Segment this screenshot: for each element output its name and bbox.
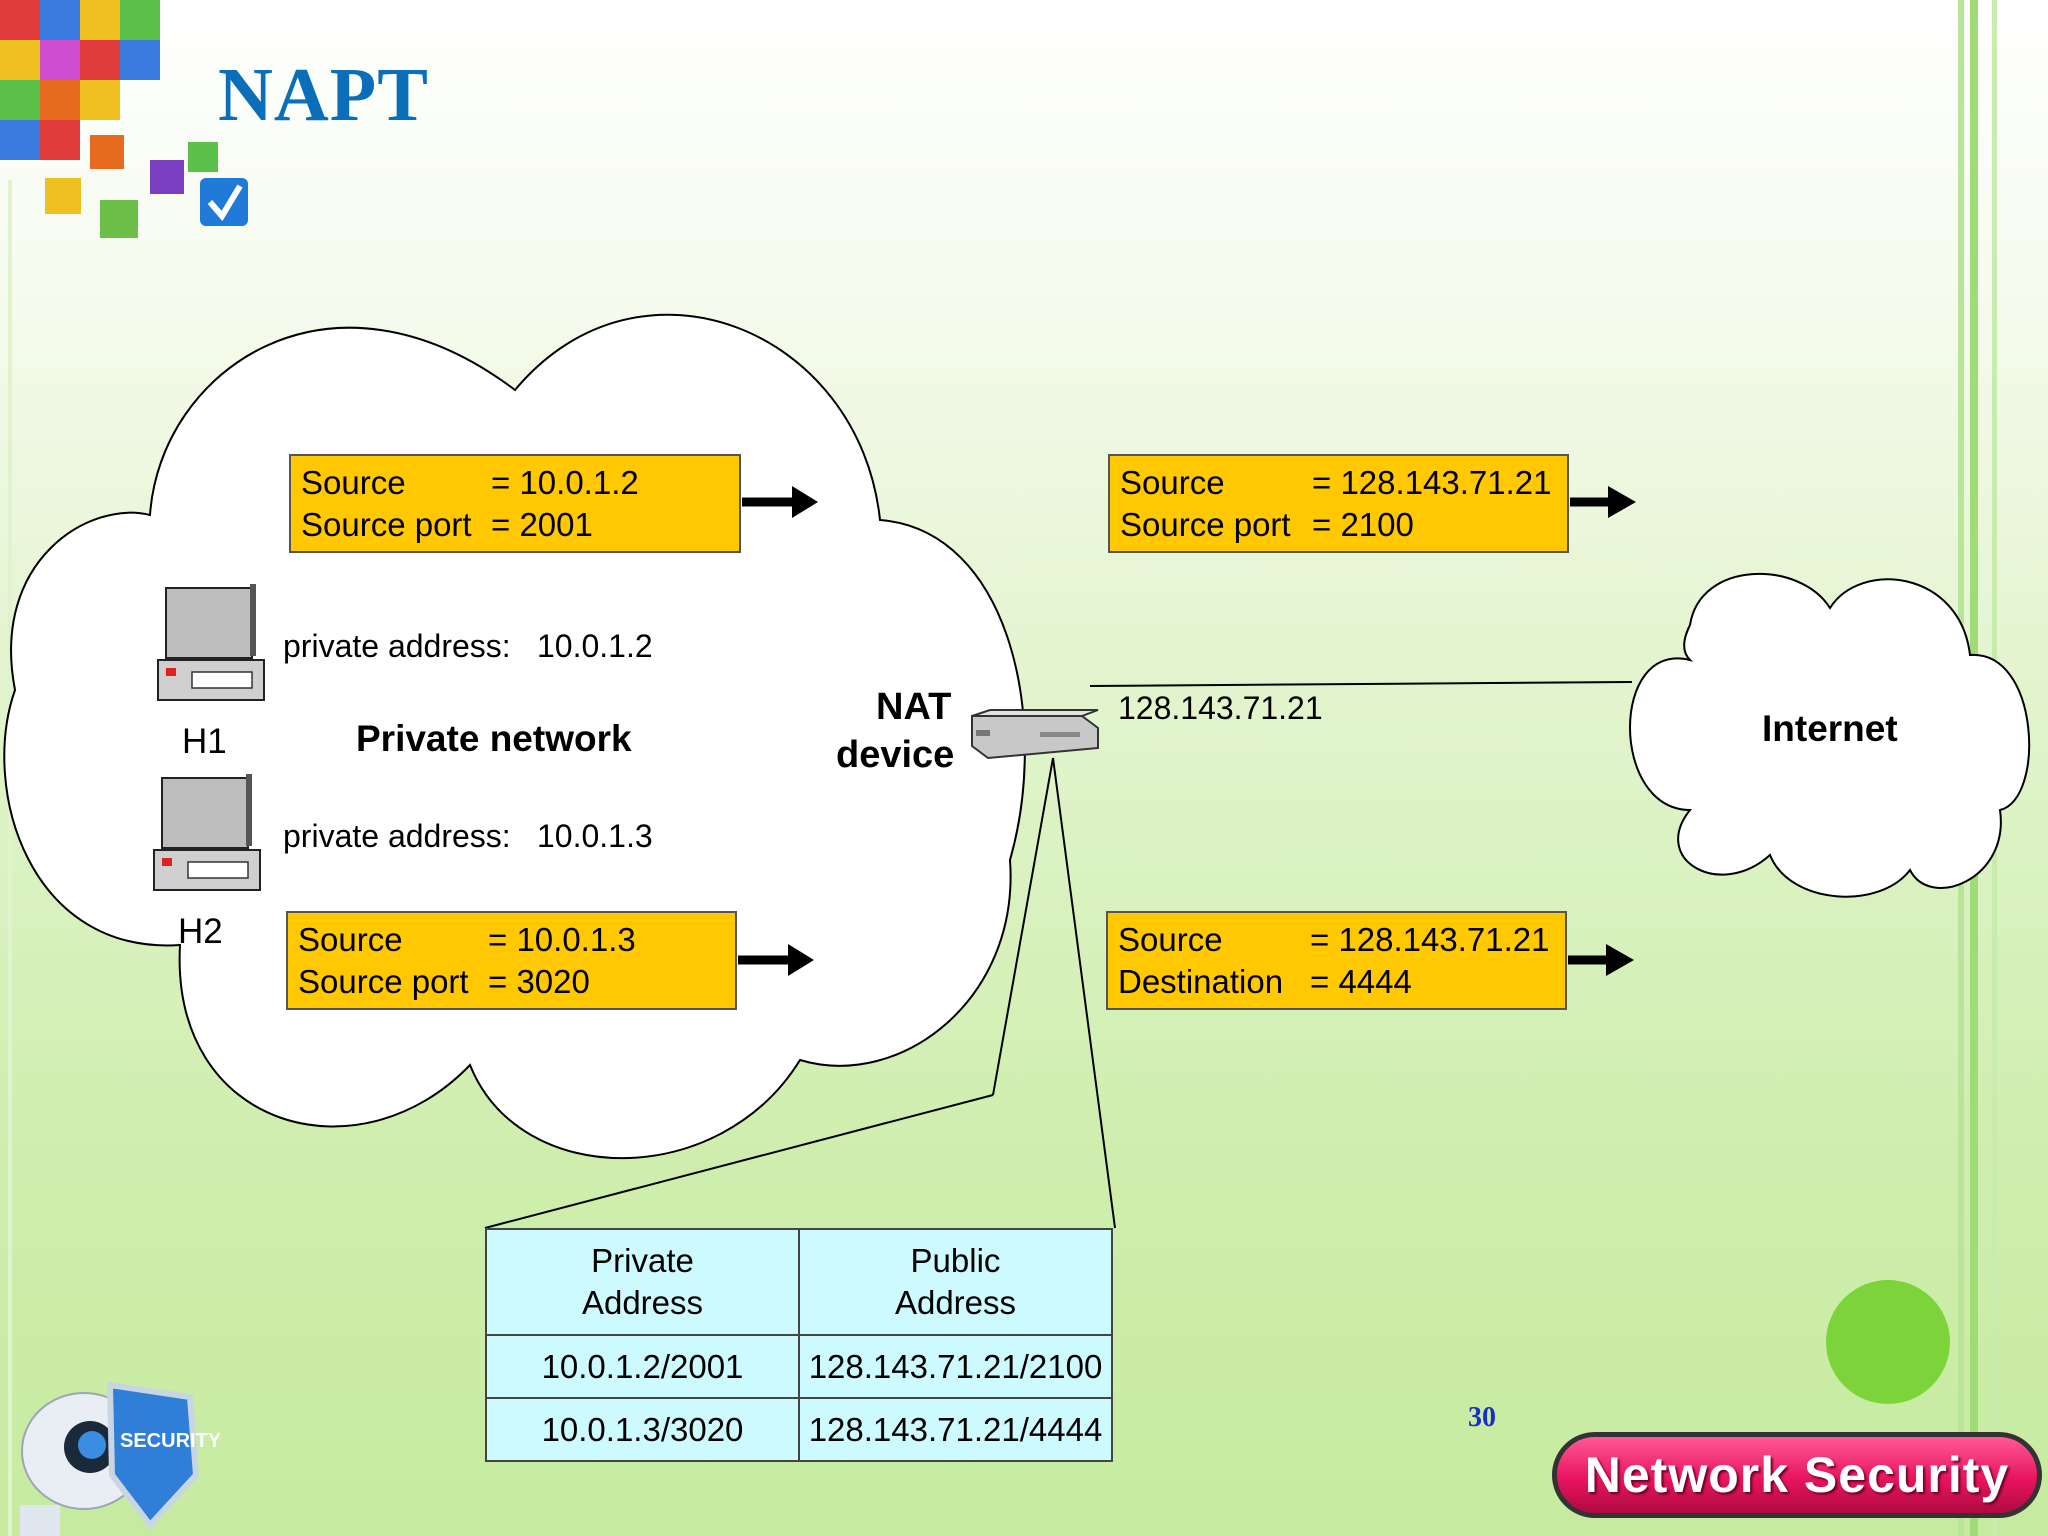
table-cell-public: 128.143.71.21/2100 bbox=[798, 1334, 1113, 1399]
table-row: 10.0.1.3/3020 128.143.71.21/4444 bbox=[485, 1397, 1113, 1462]
arrow-icon bbox=[742, 486, 818, 518]
network-security-badge: Network Security bbox=[1552, 1432, 2042, 1518]
computer-h1-icon bbox=[157, 584, 265, 701]
packet-value: = 3020 bbox=[488, 963, 590, 1000]
packet-key: Source port bbox=[298, 963, 469, 1000]
packet-h1-out: Source = 10.0.1.2 Source port = 2001 bbox=[289, 454, 741, 553]
private-network-label: Private network bbox=[356, 718, 632, 759]
h2-name: H2 bbox=[178, 912, 223, 951]
packet-value: = 4444 bbox=[1310, 963, 1412, 1000]
packet-value: = 128.143.71.21 bbox=[1312, 464, 1552, 501]
internet-label: Internet bbox=[1762, 708, 1898, 749]
nat-device-label-2: device bbox=[836, 734, 955, 776]
packet-key: Destination bbox=[1118, 963, 1284, 1000]
nat-public-ip: 128.143.71.21 bbox=[1118, 690, 1323, 726]
packet-value: = 10.0.1.2 bbox=[491, 464, 639, 501]
arrow-icon bbox=[1570, 486, 1636, 518]
table-cell-private: 10.0.1.3/3020 bbox=[485, 1397, 800, 1462]
h2-address-label: private address: bbox=[283, 818, 511, 854]
page-number: 30 bbox=[1468, 1402, 1496, 1433]
arrow-icon bbox=[1568, 944, 1634, 976]
internet-cloud bbox=[1629, 572, 2031, 898]
packet-value: = 2100 bbox=[1312, 506, 1414, 543]
private-network-cloud bbox=[3, 313, 1026, 1160]
page-title: NAPT bbox=[218, 53, 429, 137]
h2-address-value: 10.0.1.3 bbox=[537, 818, 653, 854]
h1-address-label: private address: bbox=[283, 628, 511, 664]
computer-h2-icon bbox=[153, 774, 261, 891]
svg-text:SECURITY: SECURITY bbox=[120, 1430, 220, 1452]
nat-device-label-1: NAT bbox=[876, 686, 952, 728]
packet-nat-out-2: Source = 128.143.71.21 Destination = 4444 bbox=[1106, 911, 1567, 1010]
cubes-logo-icon bbox=[0, 0, 248, 238]
packet-value: = 10.0.1.3 bbox=[488, 921, 636, 958]
packet-key: Source bbox=[298, 921, 403, 958]
packet-key: Source bbox=[1118, 921, 1223, 958]
packet-key: Source port bbox=[1120, 506, 1291, 543]
packet-key: Source bbox=[301, 464, 406, 501]
packet-value: = 128.143.71.21 bbox=[1310, 921, 1550, 958]
packet-nat-out-1: Source = 128.143.71.21 Source port = 2100 bbox=[1108, 454, 1569, 553]
table-row: 10.0.1.2/2001 128.143.71.21/2100 bbox=[485, 1334, 1113, 1399]
table-cell-private: 10.0.1.2/2001 bbox=[485, 1334, 800, 1399]
packet-h2-out: Source = 10.0.1.3 Source port = 3020 bbox=[286, 911, 737, 1010]
packet-value: = 2001 bbox=[491, 506, 593, 543]
packet-key: Source port bbox=[301, 506, 472, 543]
table-cell-public: 128.143.71.21/4444 bbox=[798, 1397, 1113, 1462]
packet-key: Source bbox=[1120, 464, 1225, 501]
h1-name: H1 bbox=[182, 722, 227, 761]
security-robot-icon: SECURITY bbox=[20, 1381, 220, 1536]
decor-stripe bbox=[8, 180, 12, 1536]
arrow-icon bbox=[738, 944, 814, 976]
nat-device-icon bbox=[971, 709, 1099, 760]
h1-address-value: 10.0.1.2 bbox=[537, 628, 653, 664]
decor-green-dot bbox=[1826, 1280, 1950, 1404]
